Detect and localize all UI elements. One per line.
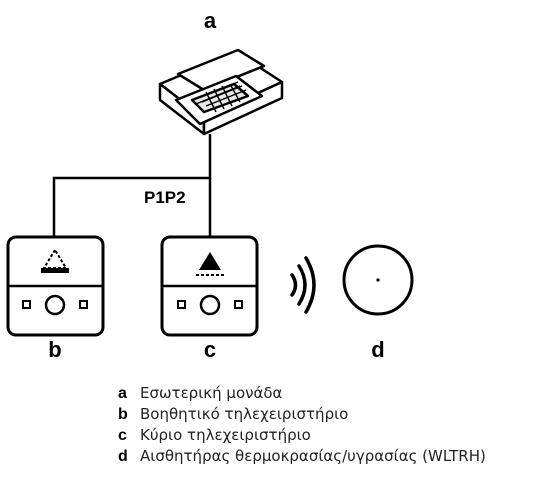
main-controller-icon: [160, 235, 259, 337]
temperature-humidity-sensor-icon: [342, 244, 414, 316]
wireless-signal-icon: [290, 256, 316, 314]
p1p2-wiring: [52, 134, 212, 236]
indoor-unit-icon: [158, 48, 284, 136]
label-c: c: [204, 337, 216, 362]
secondary-controller-icon: [6, 235, 105, 337]
label-a: a: [204, 8, 217, 33]
bus-label: P1P2: [144, 188, 186, 207]
label-d: d: [371, 337, 384, 362]
label-b: b: [48, 337, 61, 362]
